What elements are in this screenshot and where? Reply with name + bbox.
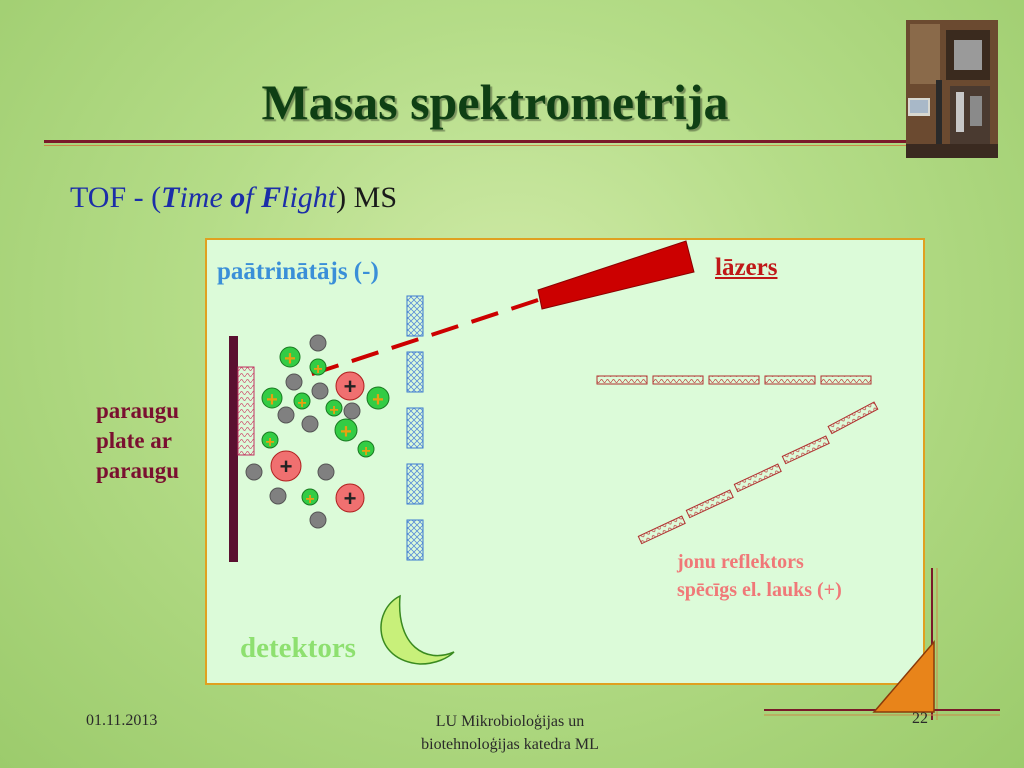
accelerator-segment <box>406 463 424 505</box>
small-ion <box>309 358 327 376</box>
subtitle-ime: ime <box>179 181 231 214</box>
neutral-particle <box>343 402 361 420</box>
subtitle-T: T <box>161 181 180 214</box>
ion-plus: + <box>340 421 352 443</box>
small-ion <box>261 387 283 409</box>
ion-plus: + <box>305 491 314 508</box>
accelerator-segment <box>406 351 424 393</box>
small-ion <box>366 386 390 410</box>
large-ions <box>270 371 365 513</box>
ion-plus: + <box>372 389 384 411</box>
ion-plus: + <box>266 389 278 411</box>
reflector-segment <box>733 463 782 493</box>
accelerator-segment <box>406 407 424 449</box>
reflector-segment <box>708 375 760 385</box>
ion-plus: + <box>313 361 322 378</box>
title-underline-thin <box>44 145 906 146</box>
reflector-segment <box>820 375 872 385</box>
neutral-particle <box>245 463 263 481</box>
large-ion <box>335 483 365 513</box>
subtitle-F: F <box>261 181 282 214</box>
footer-date: 01.11.2013 <box>86 712 158 729</box>
diagram-panel <box>205 238 925 685</box>
subtitle-light: light <box>281 181 337 214</box>
small-ion <box>325 399 343 417</box>
reflector-segment <box>685 489 734 519</box>
neutral-particle <box>309 334 327 352</box>
detector-crescent <box>380 594 455 665</box>
reflector-segment <box>596 375 648 385</box>
subtitle-o: o <box>230 181 246 214</box>
small-ion <box>293 392 311 410</box>
large-ion <box>270 450 302 482</box>
reflector-segment <box>781 435 830 465</box>
footer-page-number: 22 <box>912 710 928 727</box>
ion-plus: + <box>329 402 338 419</box>
large-ion <box>335 371 365 401</box>
subtitle-close: ) <box>336 181 347 214</box>
small-ions <box>261 346 390 506</box>
reflector-label-line1: jonu reflektors <box>677 551 804 573</box>
accelerator-label: paātrinātājs (-) <box>217 258 379 285</box>
neutral-particles <box>245 334 361 529</box>
ion-plus: + <box>284 348 296 370</box>
ion-reflector-horizontal <box>596 375 872 385</box>
reflector-segment <box>637 515 686 545</box>
small-ion <box>301 488 319 506</box>
small-ion <box>334 418 358 442</box>
accelerator-segment <box>406 295 424 337</box>
ion-charges: + + + + + + + + + + + + + <box>265 348 384 511</box>
instrument-photo-drawing <box>906 20 998 158</box>
laser-device <box>537 240 695 310</box>
reflector-segment <box>652 375 704 385</box>
ion-plus: + <box>344 486 357 511</box>
reflector-label-line2: spēcīgs el. lauks (+) <box>677 579 842 601</box>
ion-plus: + <box>361 443 370 460</box>
slide-title: Masas spektrometrija <box>261 74 729 130</box>
sample-spot <box>237 366 255 456</box>
reflector-label: jonu reflektors spēcīgs el. lauks (+) <box>677 548 842 604</box>
sample-plate-label: paraugu plate ar paraugu <box>96 398 180 483</box>
neutral-particle <box>269 487 287 505</box>
neutral-particle <box>317 463 335 481</box>
neutral-particle <box>301 415 319 433</box>
neutral-particle <box>277 406 295 424</box>
subtitle: TOF - (Time of Flight) MS <box>70 178 397 218</box>
laser-label: lāzers <box>715 254 778 281</box>
small-ion <box>279 346 301 368</box>
accelerator-segment <box>406 519 424 561</box>
subtitle-prefix: TOF - ( <box>70 181 162 214</box>
sample-plate <box>229 336 238 562</box>
neutral-particle <box>309 511 327 529</box>
ion-plus: + <box>265 434 274 451</box>
ion-plus: + <box>297 395 306 412</box>
neutral-particle <box>285 373 303 391</box>
instrument-photo <box>906 20 998 158</box>
accelerator-grid <box>406 295 424 561</box>
footer-organization: LU Mikrobioloģijas un biotehnoloģijas ka… <box>421 713 599 753</box>
neutral-particle <box>311 382 329 400</box>
small-ion <box>357 440 375 458</box>
orange-triangle <box>872 639 935 713</box>
subtitle-ms: MS <box>346 181 398 214</box>
reflector-segment <box>764 375 816 385</box>
small-ion <box>261 431 279 449</box>
title-underline <box>44 140 906 143</box>
ion-plus: + <box>344 374 357 399</box>
subtitle-f: f <box>245 181 262 214</box>
ion-plus: + <box>280 454 293 479</box>
corner-decoration <box>764 568 1000 720</box>
detector-label: detektors <box>240 632 356 664</box>
reflector-segment <box>827 401 879 435</box>
ion-reflector-diagonal <box>637 401 879 545</box>
